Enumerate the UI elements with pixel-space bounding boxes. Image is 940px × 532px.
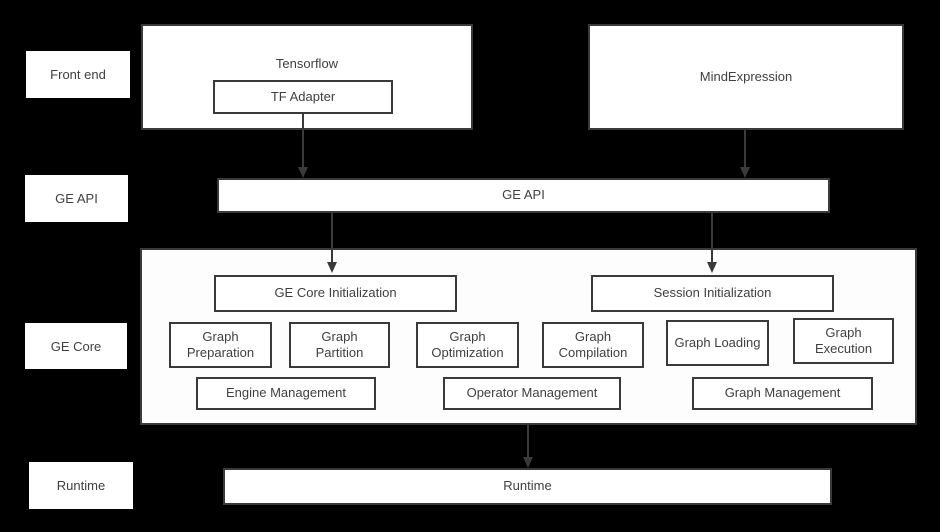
ge-core-box: GE Core Initialization Session Initializ…	[140, 248, 917, 425]
module-box-graph-compilation: Graph Compilation	[542, 322, 644, 368]
mindexpression-box: MindExpression	[588, 24, 904, 130]
runtime-bar: Runtime	[223, 468, 832, 505]
ge-api-bar: GE API	[217, 178, 830, 213]
layer-label-ge-core: GE Core	[25, 323, 127, 369]
ge-core-initialization-box: GE Core Initialization	[214, 275, 457, 312]
module-box-graph-preparation: Graph Preparation	[169, 322, 272, 368]
management-box-graph: Graph Management	[692, 377, 873, 410]
arrow-ge-core-to-runtime-icon	[522, 425, 534, 468]
tensorflow-label: Tensorflow	[275, 56, 339, 71]
module-box-graph-loading: Graph Loading	[666, 320, 769, 366]
layer-label-ge-api: GE API	[25, 175, 128, 222]
tensorflow-box: Tensorflow TF Adapter	[141, 24, 473, 130]
module-box-graph-optimization: Graph Optimization	[416, 322, 519, 368]
module-box-graph-execution: Graph Execution	[793, 318, 894, 364]
arrow-ge-api-to-core-initialization-icon	[326, 213, 338, 273]
management-box-operator: Operator Management	[443, 377, 621, 410]
management-box-engine: Engine Management	[196, 377, 376, 410]
tf-adapter-box: TF Adapter	[213, 80, 393, 114]
layer-label-front-end: Front end	[26, 51, 130, 98]
session-initialization-box: Session Initialization	[591, 275, 834, 312]
arrow-tf-adapter-to-ge-api-icon	[297, 113, 309, 178]
arrow-mindexpression-to-ge-api-icon	[739, 130, 751, 178]
arrow-ge-api-to-session-initialization-icon	[706, 213, 718, 273]
module-box-graph-partition: Graph Partition	[289, 322, 390, 368]
layer-label-runtime: Runtime	[29, 462, 133, 509]
